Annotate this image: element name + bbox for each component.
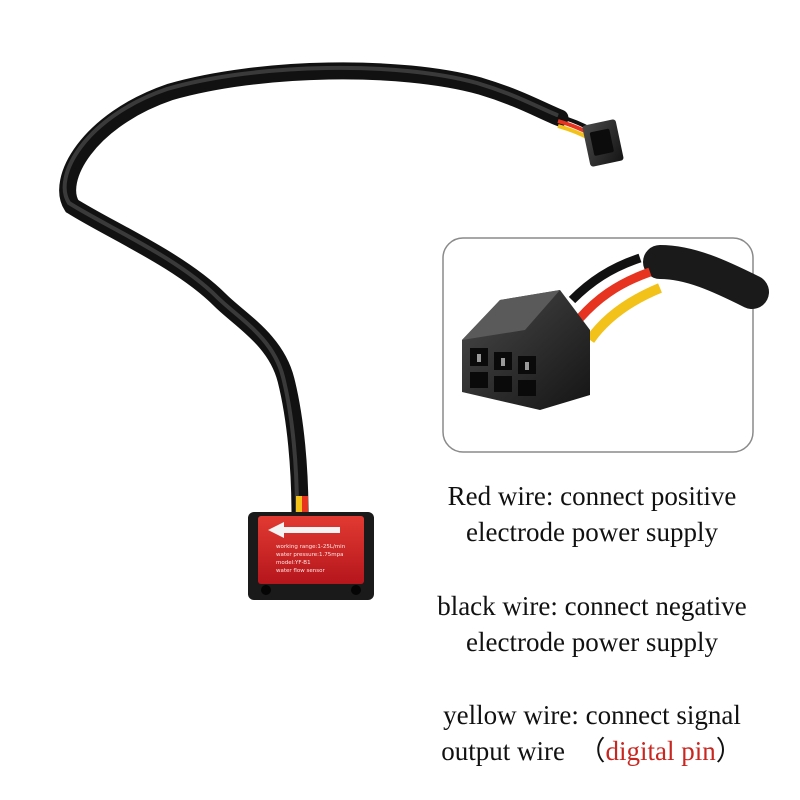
yellow-wire-caption-line-2: output wire （digital pin） (392, 733, 792, 769)
black-wire-caption: black wire: connect negative electrode p… (392, 588, 792, 660)
sensor-label-line-1: working range:1-25L/min (276, 544, 346, 550)
red-wire-caption: Red wire: connect positive electrode pow… (392, 478, 792, 550)
yellow-wire-caption-prefix: output wire （ (441, 736, 606, 766)
sensor-label-line-2: water pressure:1.75mpa (276, 552, 344, 558)
sensor-label-line-3: model:YF-B1 (276, 560, 311, 566)
yellow-wire-caption: yellow wire: connect signal output wire … (392, 697, 792, 769)
connector-inset (442, 237, 769, 453)
black-wire-caption-line-1: black wire: connect negative (437, 591, 747, 621)
yellow-wire-caption-line-1: yellow wire: connect signal (443, 700, 741, 730)
red-wire-caption-line-2: electrode power supply (466, 517, 718, 547)
top-connector (582, 119, 624, 167)
sensor-label-line-4: water flow sensor (276, 568, 325, 574)
digital-pin-highlight: digital pin (605, 736, 716, 766)
yellow-wire-caption-suffix: ） (715, 736, 743, 766)
flow-sensor: working range:1-25L/min water pressure:1… (248, 512, 374, 600)
red-wire-caption-line-1: Red wire: connect positive (447, 481, 737, 511)
connector-sockets (470, 348, 536, 396)
black-wire-caption-line-2: electrode power supply (466, 627, 718, 657)
flow-arrow-icon (268, 522, 340, 538)
sensor-wire-entry (296, 496, 308, 522)
sensor-cable (59, 62, 569, 524)
